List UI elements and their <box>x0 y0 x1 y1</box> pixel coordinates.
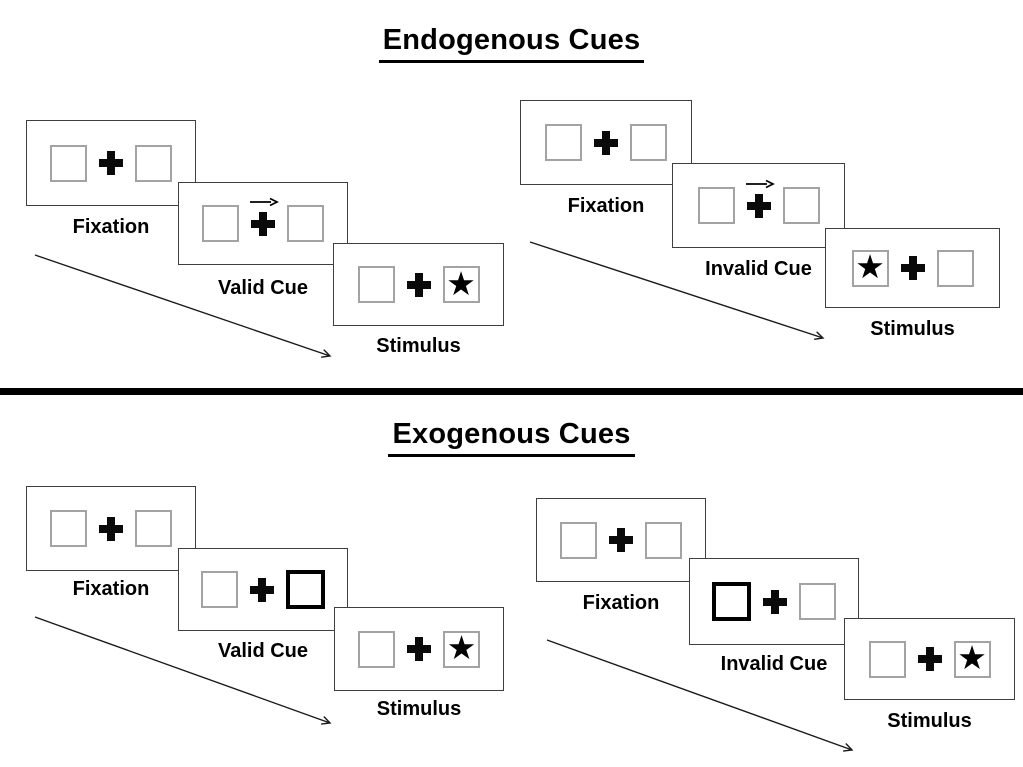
panel-label-stimulus: Stimulus <box>870 318 955 340</box>
left-placeholder-box <box>357 266 395 303</box>
section-title-exogenous-text: Exogenous Cues <box>388 418 635 457</box>
fixation-cross-icon <box>250 197 279 236</box>
panel-label-stimulus: Stimulus <box>376 335 461 357</box>
fixation-cross-icon <box>745 179 775 218</box>
right-placeholder-box <box>936 249 974 287</box>
right-stimulus-box: ★ <box>442 263 480 303</box>
fixation-cross-icon <box>917 647 942 671</box>
left-placeholder-box <box>358 630 395 668</box>
fixation-cross-icon <box>763 589 787 614</box>
left-placeholder-box <box>50 510 87 547</box>
panel-label-invalid-cue: Invalid Cue <box>720 653 828 675</box>
fixation-panel <box>520 100 692 185</box>
fixation-cross-icon <box>99 516 123 541</box>
left-placeholder-box <box>50 144 87 182</box>
star-icon: ★ <box>446 628 477 667</box>
stimulus-panel: ★ <box>334 607 504 691</box>
right-placeholder-box <box>799 583 836 620</box>
panel-label-fixation: Fixation <box>72 578 150 600</box>
left-placeholder-box <box>201 571 238 608</box>
panel-label-valid-cue: Valid Cue <box>217 640 309 662</box>
cue-arrow-right-icon <box>745 179 775 188</box>
right-placeholder-box <box>135 144 172 182</box>
panel-label-fixation: Fixation <box>567 195 645 217</box>
panel-label-fixation: Fixation <box>582 592 660 614</box>
fixation-cross-icon <box>594 130 618 155</box>
timeline-arrow-exogenous-valid <box>34 616 330 723</box>
cue-arrow-right-icon <box>250 197 279 206</box>
right-placeholder-box <box>287 205 324 242</box>
panel-label-invalid-cue: Invalid Cue <box>705 258 812 280</box>
valid-cue-panel <box>178 182 348 265</box>
star-icon: ★ <box>855 247 885 286</box>
section-title-endogenous: Endogenous Cues <box>0 24 1023 63</box>
fixation-panel <box>536 498 706 582</box>
panel-label-stimulus: Stimulus <box>376 698 462 720</box>
fixation-cross-icon <box>407 637 431 661</box>
stimulus-panel: ★ <box>333 243 504 326</box>
fixation-cross-icon <box>250 577 274 602</box>
left-placeholder-box <box>202 205 239 242</box>
right-cue-highlight-box <box>286 570 325 609</box>
stimulus-panel: ★ <box>825 228 1000 308</box>
fixation-cross-icon <box>609 528 633 552</box>
left-cue-highlight-box <box>712 582 751 621</box>
fixation-cross-icon <box>900 256 925 280</box>
left-placeholder-box <box>545 124 582 161</box>
invalid-cue-panel <box>672 163 845 248</box>
fixation-cross-icon <box>99 151 123 175</box>
right-placeholder-box <box>135 510 172 547</box>
left-placeholder-box <box>560 521 597 559</box>
panel-label-valid-cue: Valid Cue <box>217 277 309 299</box>
invalid-cue-panel <box>689 558 859 645</box>
left-placeholder-box <box>868 640 906 678</box>
panel-label-stimulus: Stimulus <box>887 710 972 732</box>
left-placeholder-box <box>697 187 735 224</box>
star-icon: ★ <box>957 638 987 677</box>
star-icon: ★ <box>446 263 476 303</box>
right-stimulus-box: ★ <box>443 628 480 668</box>
timeline-arrow-endogenous-valid <box>34 254 330 356</box>
right-placeholder-box <box>782 187 820 224</box>
timeline-arrow-endogenous-invalid <box>529 241 823 338</box>
stimulus-panel: ★ <box>844 618 1015 700</box>
right-placeholder-box <box>630 124 667 161</box>
section-divider <box>0 388 1023 395</box>
fixation-panel <box>26 486 196 571</box>
valid-cue-panel <box>178 548 348 631</box>
right-stimulus-box: ★ <box>953 638 991 678</box>
left-stimulus-box: ★ <box>851 247 889 287</box>
fixation-cross-icon <box>406 272 431 297</box>
right-placeholder-box <box>645 521 682 559</box>
section-title-endogenous-text: Endogenous Cues <box>378 24 645 63</box>
panel-label-fixation: Fixation <box>72 216 150 238</box>
fixation-panel <box>26 120 196 206</box>
section-title-exogenous: Exogenous Cues <box>0 418 1023 457</box>
